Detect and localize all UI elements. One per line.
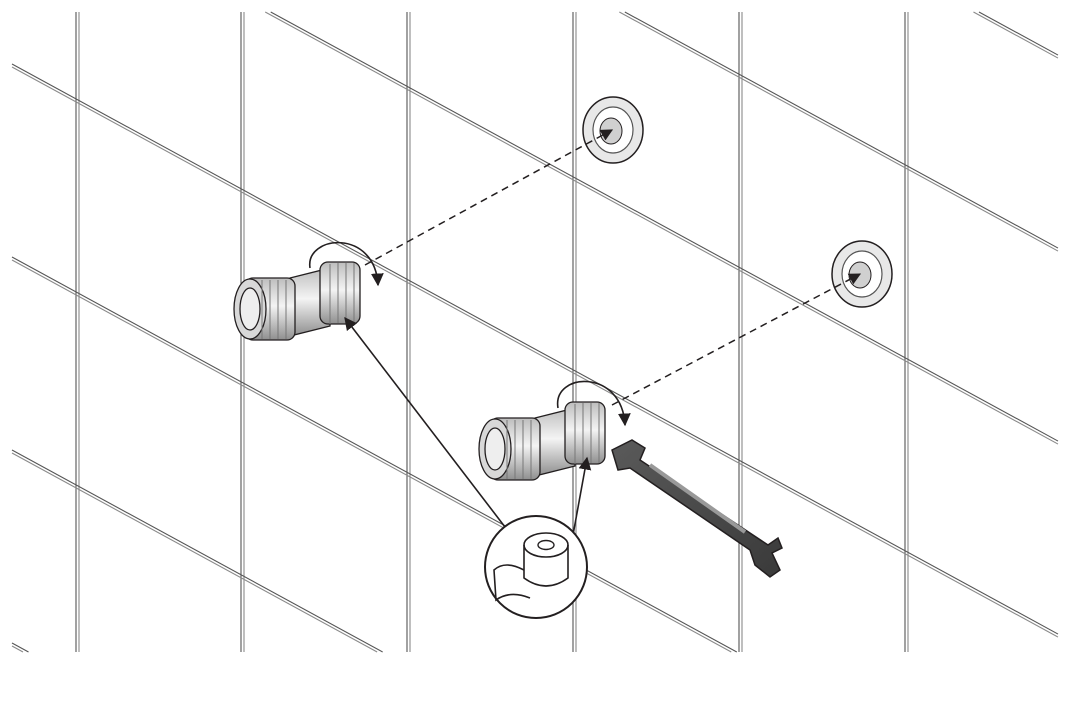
threaded-fitting-left (233, 261, 361, 341)
rotate-arrow-icon (557, 380, 631, 427)
tile-joint-horizontal (11, 256, 738, 653)
tile-joint-horizontal (624, 11, 1059, 249)
tile-joint-horizontal (978, 11, 1059, 56)
tile-joint-horizontal (619, 11, 1059, 252)
tile-joint-horizontal (11, 452, 378, 653)
tile-joint-horizontal (11, 645, 24, 653)
tape-pointer-left (344, 316, 506, 528)
sealing-tape-icon (484, 515, 588, 619)
tile-joint-horizontal (11, 642, 29, 653)
wall-socket-right (831, 240, 893, 308)
wall-socket-left (582, 96, 644, 164)
guide-line-left (364, 129, 614, 266)
tile-joint-horizontal (270, 11, 1059, 442)
tile-joint-horizontal (264, 11, 1059, 445)
tile-wall (11, 11, 1059, 653)
tile-joint-horizontal (11, 259, 732, 653)
tile-joint-horizontal (11, 449, 383, 653)
wrench-icon (611, 439, 783, 578)
rotate-arrow-icon (309, 241, 384, 287)
tile-joint-horizontal (11, 63, 1059, 635)
tile-joint-horizontal (11, 66, 1059, 638)
tape-pointer-right (572, 456, 592, 536)
threaded-fitting-right (478, 401, 606, 481)
guide-line-right (611, 273, 862, 406)
tile-joint-horizontal (973, 11, 1059, 59)
